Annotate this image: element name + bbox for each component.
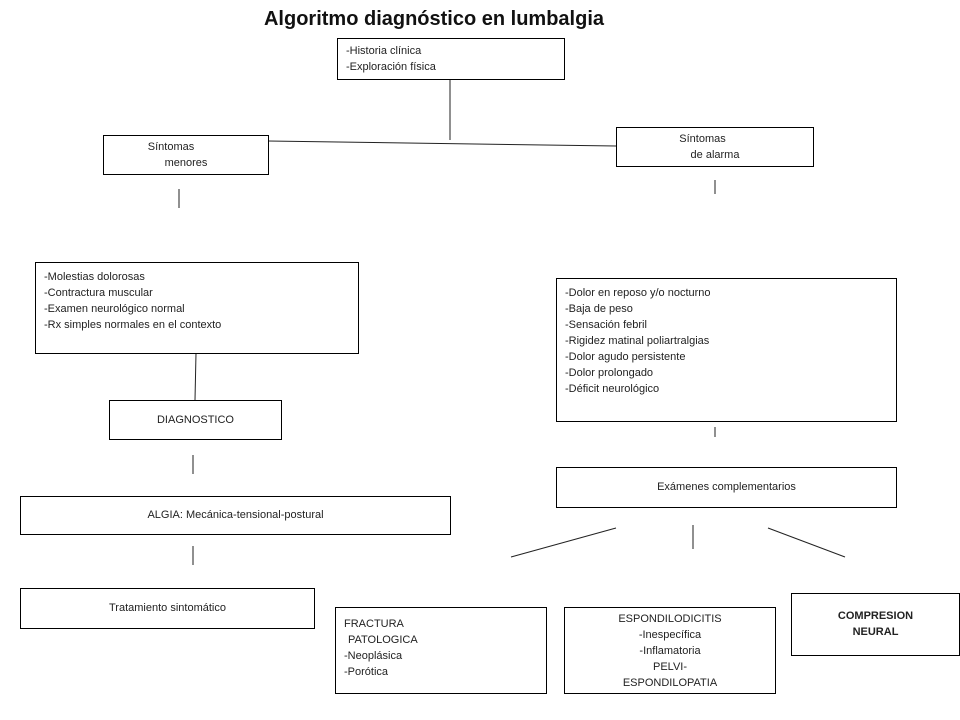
espondilodicitis-line-2: -Inespecífica — [638, 629, 702, 641]
connector-minorlist-diag — [194, 352, 197, 401]
alarm-findings-line-3: -Sensación febril — [565, 319, 647, 331]
alarm-findings-line-2: -Baja de peso — [565, 303, 633, 315]
alarm-findings-line-5: -Dolor agudo persistente — [565, 351, 686, 363]
connector-branch — [267, 140, 617, 147]
connector-exam-compresion — [767, 527, 846, 558]
fractura-line-4: -Porótica — [344, 666, 389, 678]
diagnostico-label: DIAGNOSTICO — [156, 414, 234, 426]
espondilodicitis-line-1: ESPONDILODICITIS — [618, 613, 722, 625]
espondilodicitis-line-5: ESPONDILOPATIA — [622, 677, 718, 689]
fractura-line-1: FRACTURA — [344, 618, 404, 630]
fractura-box: FRACTURA PATOLOGICA -Neoplásica -Porótic… — [335, 607, 547, 694]
minor-findings-line-4: -Rx simples normales en el contexto — [44, 319, 222, 331]
alarm-symptoms-line-1: Síntomas — [679, 133, 726, 145]
espondilodicitis-line-4: PELVI- — [652, 661, 688, 673]
minor-symptoms-line-2: menores — [164, 157, 208, 169]
examenes-label: Exámenes complementarios — [657, 481, 796, 493]
minor-findings-line-2: -Contractura muscular — [44, 287, 153, 299]
fractura-line-3: -Neoplásica — [344, 650, 403, 662]
diagnostico-box: DIAGNOSTICO — [109, 400, 282, 440]
diagram-title: Algoritmo diagnóstico en lumbalgia — [263, 8, 605, 30]
alarm-findings-line-6: -Dolor prolongado — [565, 367, 654, 379]
tratamiento-box: Tratamiento sintomático — [20, 588, 315, 629]
alarm-findings-line-7: -Déficit neurológico — [565, 383, 660, 395]
alarm-symptoms-line-2: de alarma — [690, 149, 740, 161]
minor-findings-line-1: -Molestias dolorosas — [44, 271, 145, 283]
fractura-line-2: PATOLOGICA — [348, 634, 418, 646]
alarm-findings-line-4: -Rigidez matinal poliartralgias — [565, 335, 710, 347]
history-line-1: -Historia clínica — [346, 45, 422, 57]
examenes-box: Exámenes complementarios — [556, 467, 897, 508]
algia-label: ALGIA: Mecánica-tensional-postural — [147, 509, 324, 521]
alarm-symptoms-box: Síntomas de alarma — [616, 127, 814, 167]
espondilodicitis-box: ESPONDILODICITIS -Inespecífica -Inflamat… — [564, 607, 776, 694]
tratamiento-label: Tratamiento sintomático — [109, 602, 226, 614]
espondilodicitis-line-3: -Inflamatoria — [639, 645, 701, 657]
alarm-findings-line-1: -Dolor en reposo y/o nocturno — [565, 287, 711, 299]
history-line-2: -Exploración física — [346, 61, 436, 73]
compresion-line-1: COMPRESION — [837, 610, 914, 622]
minor-findings-box: -Molestias dolorosas -Contractura muscul… — [35, 262, 359, 354]
minor-symptoms-line-1: Síntomas — [147, 141, 195, 153]
compresion-box: COMPRESION NEURAL — [791, 593, 960, 656]
compresion-line-2: NEURAL — [852, 626, 899, 638]
minor-findings-line-3: -Examen neurológico normal — [44, 303, 185, 315]
alarm-findings-box: -Dolor en reposo y/o nocturno -Baja de p… — [556, 278, 897, 422]
connector-exam-fractura — [510, 527, 617, 558]
minor-symptoms-box: Síntomas menores — [103, 135, 269, 175]
algia-box: ALGIA: Mecánica-tensional-postural — [20, 496, 451, 535]
history-box: -Historia clínica -Exploración física — [337, 38, 565, 80]
